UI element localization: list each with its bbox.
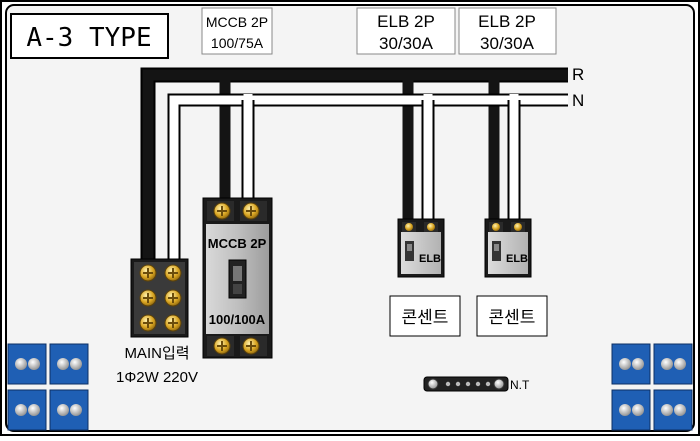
elb-device-2: ELB <box>484 218 532 278</box>
elb1-top-line2: 30/30A <box>379 34 434 53</box>
outlet1-label: 콘센트 <box>402 308 449 327</box>
elb-device-1: ELB <box>397 218 445 278</box>
n-bus-wiring <box>167 93 568 268</box>
neutral-terminal-bar <box>423 376 509 392</box>
elb2-top-line2: 30/30A <box>480 34 535 53</box>
title-box: A-3 TYPE <box>10 13 169 59</box>
elb2-top-line1: ELB 2P <box>478 12 536 31</box>
main-terminal-screws <box>139 264 182 332</box>
mccb-top-line1: MCCB 2P <box>206 14 268 30</box>
bus-n-label: N <box>572 91 584 110</box>
label-mccb-top: MCCB 2P 100/75A <box>201 7 273 55</box>
mccb-top-line2: 100/75A <box>211 35 264 51</box>
neutral-terminal-label: N.T <box>510 378 530 392</box>
breaker-rating: 100/100A <box>209 312 266 327</box>
label-elb1-top: ELB 2P 30/30A <box>356 7 456 55</box>
main-input-terminal-block <box>130 258 189 338</box>
elb1-device-label: ELB <box>419 253 441 265</box>
outlet-box-2: 콘센트 <box>476 295 548 337</box>
elb1-top-line1: ELB 2P <box>377 12 435 31</box>
outlet-box-1: 콘센트 <box>389 295 461 337</box>
corner-terminal-bottom-right <box>611 343 693 431</box>
elb2-device-label: ELB <box>506 253 528 265</box>
page-title: A-3 TYPE <box>26 23 151 53</box>
label-elb2-top: ELB 2P 30/30A <box>458 7 557 55</box>
main-input-spec: 1Φ2W 220V <box>116 369 198 386</box>
main-input-label: MAIN입력 <box>124 345 189 362</box>
bus-r-label: R <box>572 65 584 84</box>
outlet2-label: 콘센트 <box>489 308 536 327</box>
main-breaker: MCCB 2P 100/100A <box>202 197 273 359</box>
corner-terminal-bottom-left <box>7 343 89 431</box>
breaker-label: MCCB 2P <box>208 236 267 251</box>
